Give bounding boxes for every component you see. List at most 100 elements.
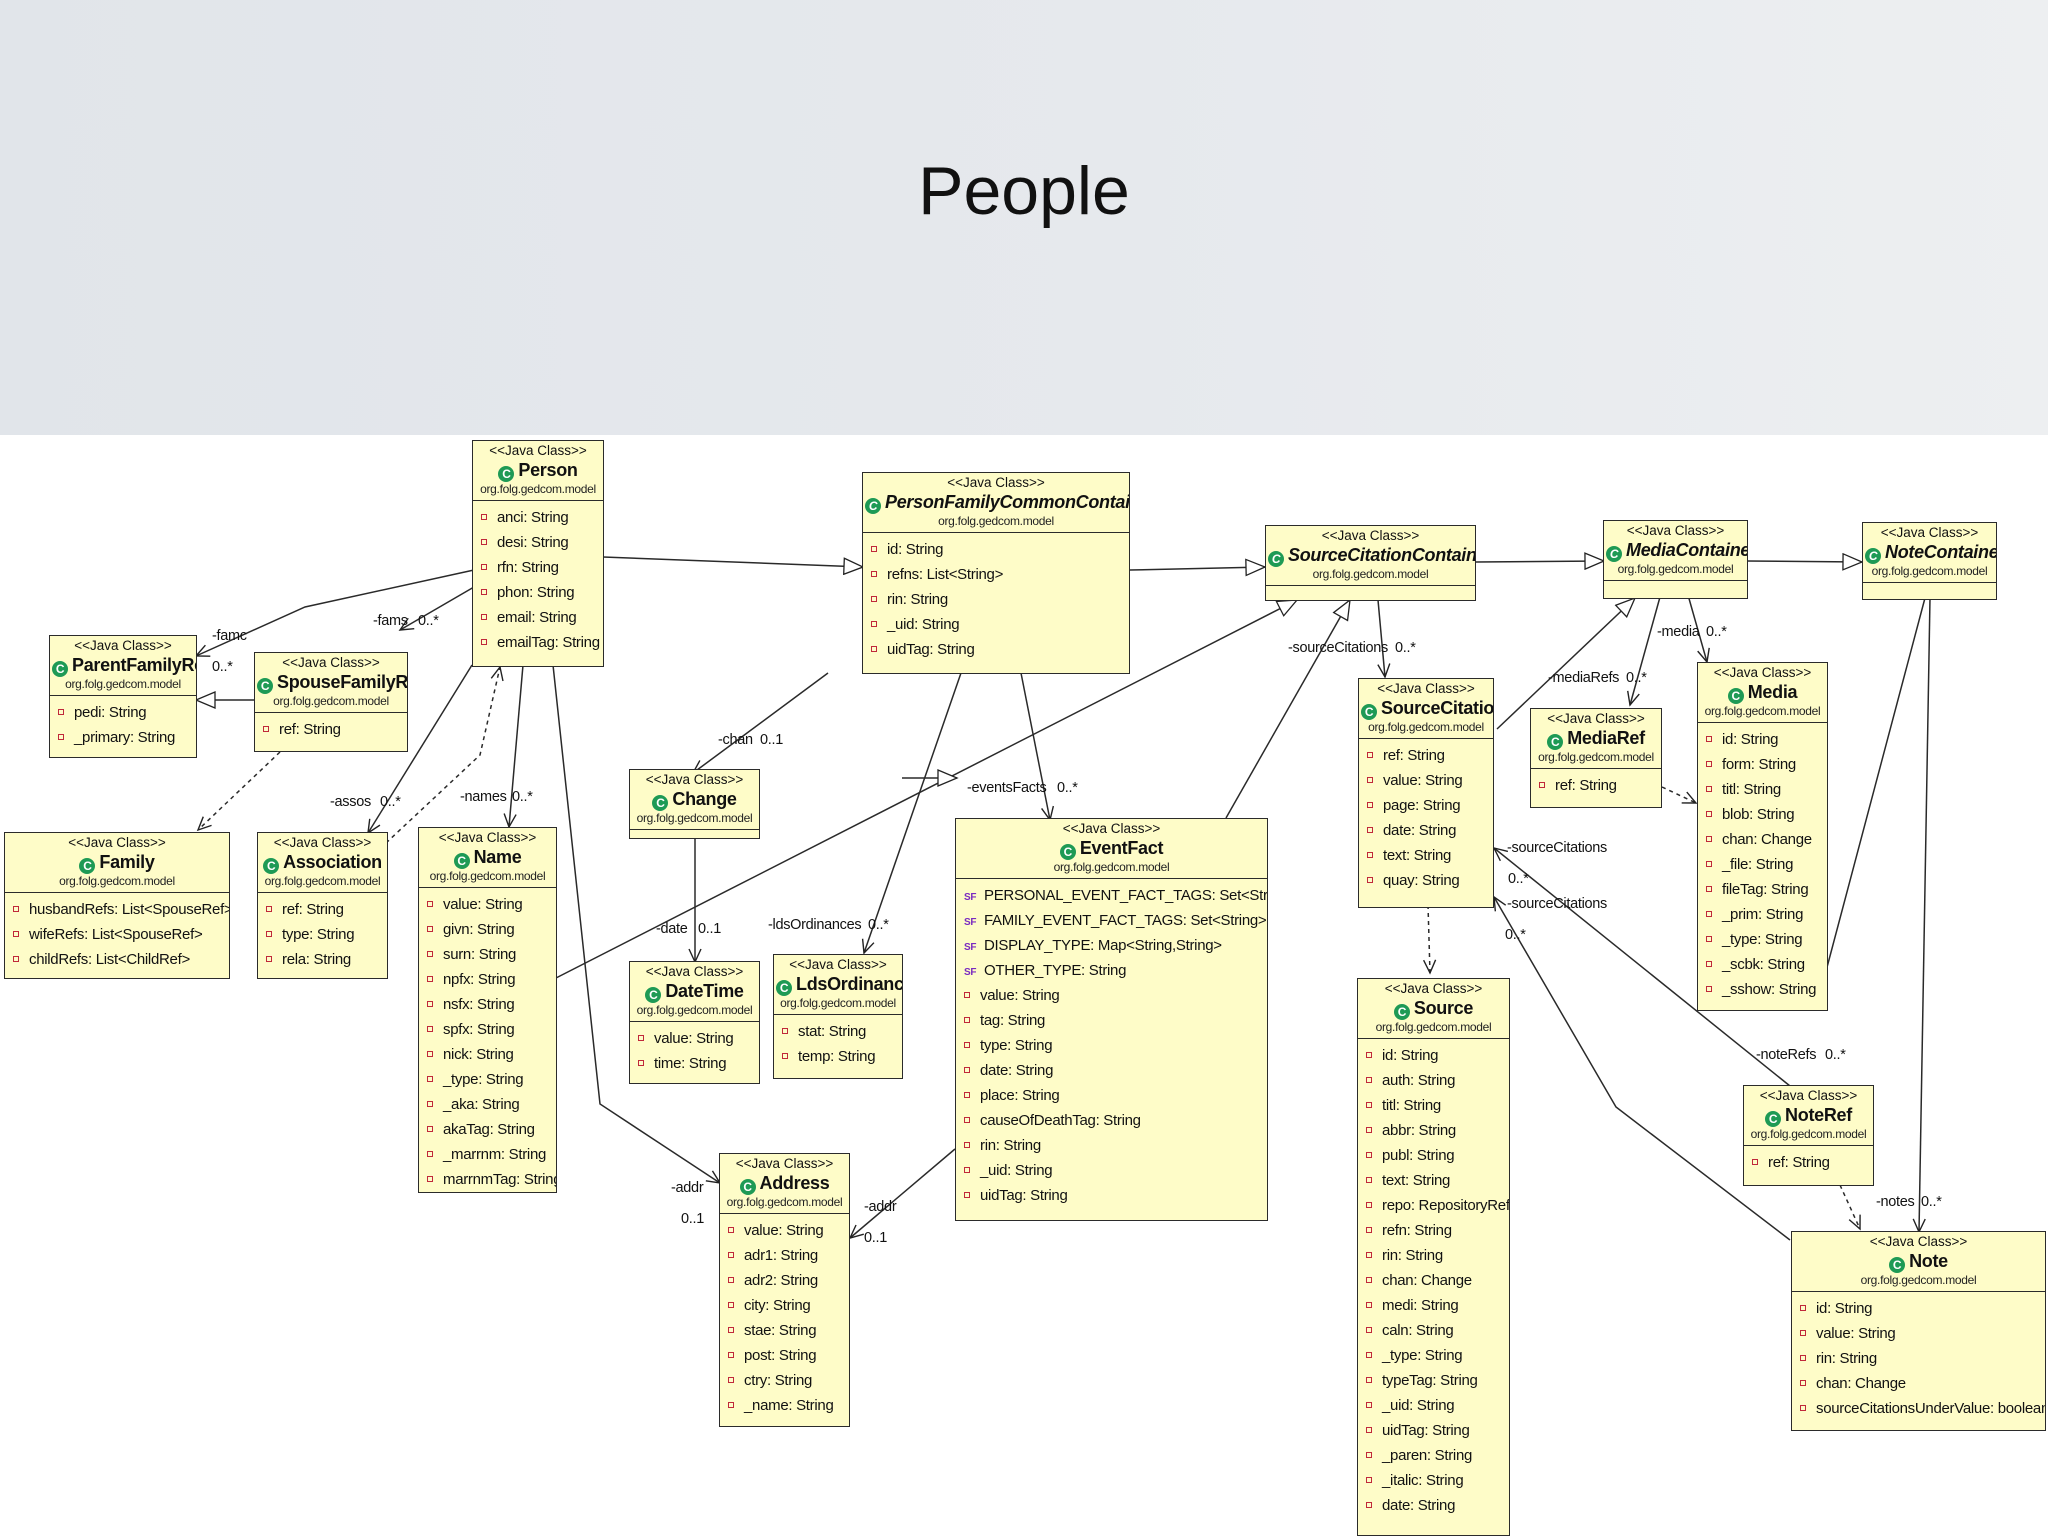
attribute-text: post: String [744,1347,817,1364]
edge-label-chan: -chan [718,732,753,748]
stereotype-label: <<Java Class>> [438,830,537,845]
package-label: org.folg.gedcom.model [480,482,596,496]
edge-mult-famc: 0..* [212,659,233,675]
attribute-text: nsfx: String [443,996,515,1013]
private-field-icon [1366,1352,1372,1358]
attribute-row: post: String [728,1343,845,1368]
attribute-text: causeOfDeathTag: String [980,1112,1141,1129]
attribute-row: chan: Change [1706,827,1823,852]
private-field-icon [1367,827,1373,833]
attribute-text: rela: String [282,951,351,968]
stereotype-label: <<Java Class>> [74,638,172,653]
attribute-text: titl: String [1382,1097,1441,1114]
stereotype-label: <<Java Class>> [1869,1234,1968,1249]
class-name-text: SourceCitationContainer [1288,545,1476,565]
private-field-icon [427,926,433,932]
class-name-text: LdsOrdinance [796,974,903,994]
private-field-icon [871,646,877,652]
attribute-row: refn: String [1366,1218,1505,1243]
attribute-row: _uid: String [871,612,1125,637]
attribute-text: blob: String [1722,806,1795,823]
attribute-row: place: String [964,1083,1263,1108]
attribute-text: id: String [887,541,944,558]
assoc-events [1020,672,1055,822]
attribute-compartment: ref: String [255,713,407,744]
attribute-text: OTHER_TYPE: String [984,962,1127,979]
private-field-icon [964,1067,970,1073]
attribute-text: emailTag: String [497,634,600,651]
attribute-text: _italic: String [1382,1472,1464,1489]
attribute-row: titl: String [1706,777,1823,802]
attribute-row: _paren: String [1366,1443,1505,1468]
attribute-text: place: String [980,1087,1060,1104]
attribute-row: pedi: String [58,700,192,725]
edge-label-famc: -famc [212,628,247,644]
private-field-icon [964,1017,970,1023]
java-class-icon: C [1606,546,1622,562]
class-spouse-family-ref[interactable]: <<Java Class>>CSpouseFamilyReforg.folg.g… [254,652,408,752]
java-class-icon: C [79,858,96,874]
attribute-row: stat: String [782,1019,898,1044]
private-field-icon [1706,811,1712,817]
class-name-text: ParentFamilyRef [72,655,197,675]
attribute-row: value: String [1367,768,1489,793]
java-class-icon: C [257,678,273,694]
class-name-text: MediaRef [1567,728,1645,748]
attribute-text: refns: List<String> [887,566,1004,583]
attribute-row: value: String [427,892,552,917]
private-field-icon [1366,1252,1372,1258]
private-field-icon [263,726,269,732]
attribute-text: stae: String [744,1322,817,1339]
private-field-icon [13,956,19,962]
private-field-icon [1800,1355,1806,1361]
attribute-row: value: String [1800,1321,2041,1346]
private-field-icon [1366,1477,1372,1483]
attribute-text: value: String [980,987,1060,1004]
attribute-row: surn: String [427,942,552,967]
private-field-icon [481,589,487,595]
attribute-text: page: String [1383,797,1461,814]
assoc-addr-person [552,664,722,1184]
java-class-icon: C [1547,734,1564,750]
class-name-text: MediaContainer [1626,540,1748,560]
private-field-icon [871,571,877,577]
attribute-compartment: pedi: String_primary: String [50,696,196,752]
java-class-icon: C [1361,704,1377,720]
attribute-text: ref: String [1383,747,1445,764]
private-field-icon [481,564,487,570]
class-name-text: Family [99,852,155,872]
attribute-text: _scbk: String [1722,956,1805,973]
private-field-icon [1366,1077,1372,1083]
attribute-row: ref: String [1752,1150,1869,1175]
edge-mult-addr-eventfact: 0..1 [864,1230,887,1246]
package-label: org.folg.gedcom.model [1704,704,1821,718]
attribute-text: ctry: String [744,1372,813,1389]
private-field-icon [871,621,877,627]
